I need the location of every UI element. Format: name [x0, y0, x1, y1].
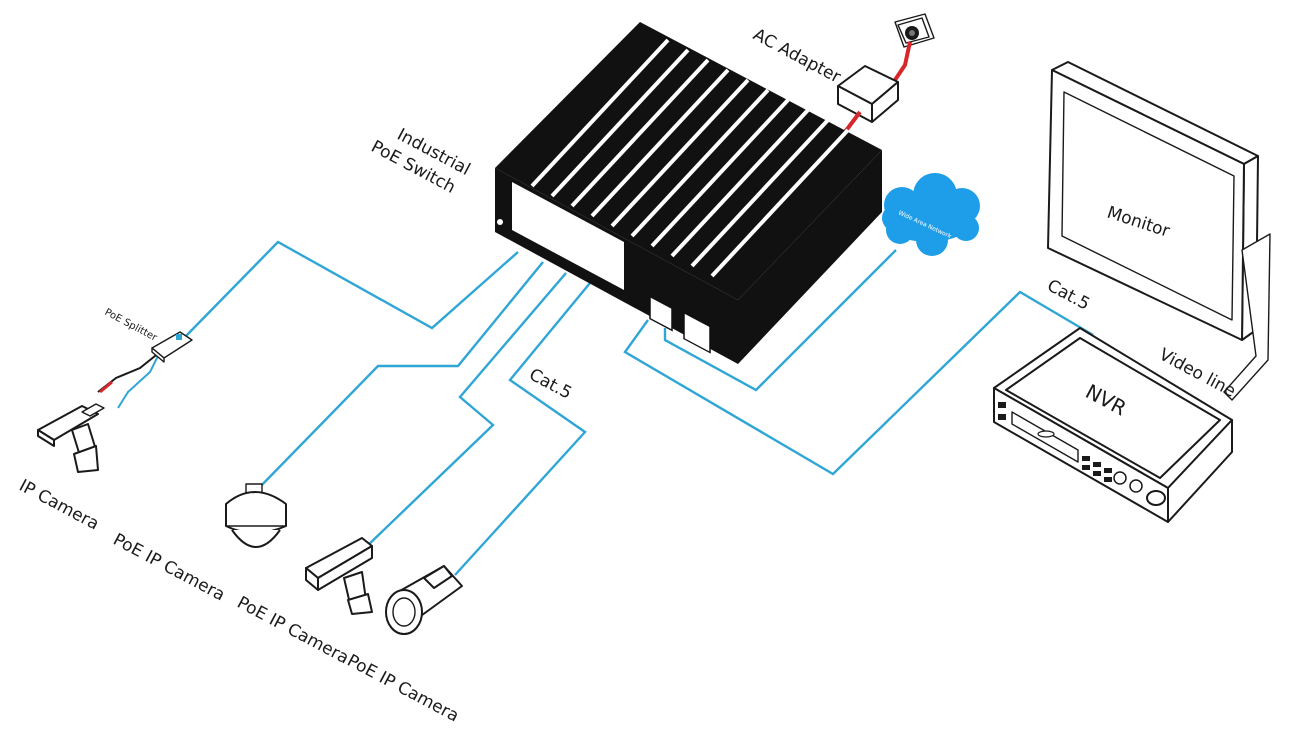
poe-splitter-icon	[151, 331, 193, 363]
ip-camera-label: IP Camera	[16, 476, 103, 535]
cable-switch-to-dome-camera	[254, 261, 544, 493]
ip-camera-icon	[37, 403, 105, 473]
poe-ip-camera-1-label: PoE IP Camera	[110, 530, 229, 606]
poe-ip-camera-3-label: PoE IP Camera	[344, 651, 463, 727]
poe-splitter-label: PoE Splitter	[103, 307, 160, 344]
box-camera-icon	[305, 537, 373, 615]
monitor-icon: Monitor	[1047, 61, 1271, 401]
cable-splitter-to-camera-data	[117, 351, 161, 409]
dome-camera-icon	[225, 483, 287, 548]
ac-adapter-group	[836, 13, 935, 142]
cat5-label-nvr: Cat.5	[1044, 276, 1093, 315]
power-cable-outlet-to-adapter	[893, 41, 912, 82]
industrial-poe-switch-icon	[495, 22, 882, 364]
cable-switch-to-wan	[663, 249, 897, 392]
ac-adapter-icon	[837, 65, 899, 123]
poe-ip-camera-2-label: PoE IP Camera	[234, 593, 353, 669]
cable-switch-to-bullet-camera	[454, 282, 591, 576]
cat5-label-cameras: Cat.5	[526, 365, 575, 404]
cable-switch-to-box-camera	[364, 272, 567, 549]
wan-cloud-icon: Wide Area Network	[882, 173, 980, 256]
ac-adapter-label: AC Adapter	[750, 25, 844, 88]
nvr-icon: NVR	[993, 327, 1233, 523]
cable-switch-to-nvr	[623, 290, 1094, 476]
wall-outlet-icon	[894, 13, 935, 48]
cables	[97, 240, 1094, 576]
cable-splitter-power-red	[99, 380, 113, 394]
bullet-camera-icon	[385, 565, 463, 635]
cable-switch-to-splitter	[183, 240, 519, 339]
